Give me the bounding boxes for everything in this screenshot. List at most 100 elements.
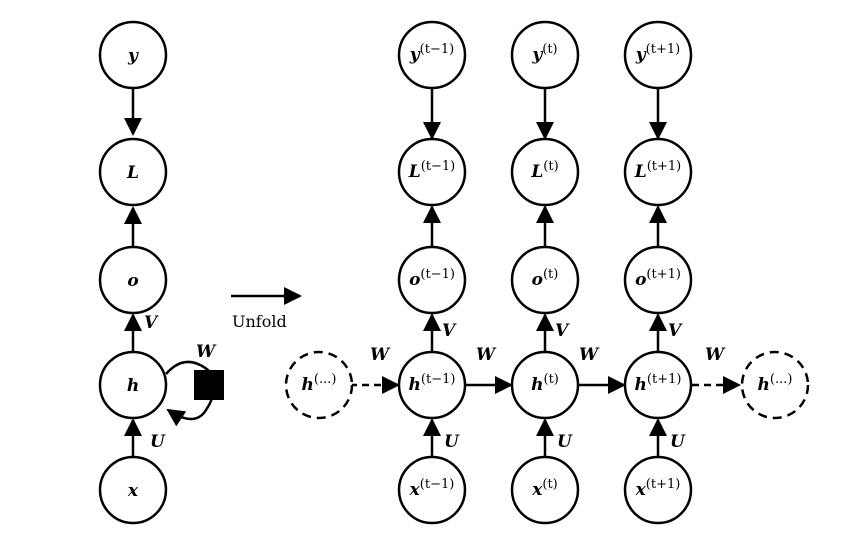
node-y-col2-superscript: (t) (542, 42, 557, 57)
node-y-col1: y(t−1) (397, 20, 467, 90)
node-L-col2-base: L (530, 162, 543, 182)
svg-text:h(t): h(t) (531, 372, 559, 395)
svg-text:x(t−1): x(t−1) (409, 477, 455, 500)
node-y-col1-superscript: (t−1) (420, 42, 455, 57)
weight-label-V-col2: V (555, 321, 570, 341)
weight-label-U-col2: U (557, 432, 573, 452)
weight-label-W-1: W (370, 345, 391, 365)
weight-label-U-col3: U (670, 432, 686, 452)
svg-text:x(t): x(t) (531, 477, 558, 500)
node-x: x (98, 455, 168, 525)
node-o: o (98, 245, 168, 315)
node-h-col3-superscript: (t+1) (647, 372, 682, 387)
node-L-base: L (126, 163, 139, 183)
node-x-base: x (127, 481, 139, 501)
svg-text:h(...): h(...) (758, 372, 793, 395)
node-h: h (98, 350, 168, 420)
svg-text:y: y (127, 46, 139, 66)
folded-graph: y L o h x V W U (98, 20, 224, 525)
node-h-left-superscript: (...) (314, 372, 337, 387)
weight-label-W-4: W (705, 345, 726, 365)
svg-text:o(t+1): o(t+1) (635, 267, 681, 290)
weight-label-W: W (196, 342, 217, 362)
weight-label-U: U (150, 432, 166, 452)
node-x-col3: x(t+1) (623, 455, 693, 525)
svg-text:L(t−1): L(t−1) (408, 159, 455, 182)
node-L: L (98, 137, 168, 207)
node-L-col3-superscript: (t+1) (647, 159, 682, 174)
svg-text:L(t+1): L(t+1) (634, 159, 681, 182)
node-h-col1: h(t−1) (397, 350, 467, 420)
node-L-col1-superscript: (t−1) (421, 159, 456, 174)
node-y-col3: y(t+1) (623, 20, 693, 90)
node-L-col2: L(t) (510, 137, 580, 207)
node-y-base: y (127, 46, 139, 66)
weight-label-V-col1: V (442, 321, 457, 341)
node-o-col2-base: o (532, 270, 543, 290)
weight-label-W-2: W (476, 345, 497, 365)
svg-text:o: o (127, 271, 138, 291)
node-h-col1-base: h (409, 375, 421, 395)
node-o-col1-base: o (409, 270, 420, 290)
unfold-arrow: Unfold (231, 287, 302, 331)
weight-label-W-3: W (579, 345, 600, 365)
node-x-col3-superscript: (t+1) (646, 477, 681, 492)
node-L-col3-base: L (634, 162, 647, 182)
node-o-base: o (127, 271, 138, 291)
delay-square-icon (194, 370, 224, 400)
node-h-right: h(...) (740, 350, 810, 420)
node-h-right-superscript: (...) (770, 372, 793, 387)
node-h-right-base: h (758, 375, 770, 395)
node-L-col1: L(t−1) (397, 137, 467, 207)
node-h-left-base: h (302, 375, 314, 395)
node-o-col2-superscript: (t) (543, 267, 558, 282)
node-x-col1-superscript: (t−1) (420, 477, 455, 492)
node-L-col1-base: L (408, 162, 421, 182)
svg-text:y(t): y(t) (531, 42, 557, 65)
node-h-base: h (127, 376, 139, 396)
node-h-col3: h(t+1) (623, 350, 693, 420)
svg-text:o(t−1): o(t−1) (409, 267, 455, 290)
svg-text:o(t): o(t) (532, 267, 559, 290)
weight-label-U-col1: U (444, 432, 460, 452)
node-h-col3-base: h (635, 375, 647, 395)
svg-text:x(t+1): x(t+1) (635, 477, 681, 500)
node-y-col2: y(t) (510, 20, 580, 90)
svg-text:x: x (127, 481, 139, 501)
node-o-col2: o(t) (510, 245, 580, 315)
node-x-col2: x(t) (510, 455, 580, 525)
node-L-col3: L(t+1) (623, 137, 693, 207)
svg-text:h: h (127, 376, 139, 396)
node-x-col1: x(t−1) (397, 455, 467, 525)
node-h-col1-superscript: (t−1) (421, 372, 456, 387)
node-h-left: h(...) (284, 350, 354, 420)
node-o-col1-superscript: (t−1) (420, 267, 455, 282)
svg-text:h(t−1): h(t−1) (409, 372, 456, 395)
node-o-col3-superscript: (t+1) (646, 267, 681, 282)
node-L-col2-superscript: (t) (543, 159, 558, 174)
node-y-col3-base: y (635, 45, 647, 65)
node-h-col2: h(t) (510, 350, 580, 420)
recurrent-self-loop (165, 360, 224, 427)
node-y-col3-superscript: (t+1) (646, 42, 681, 57)
unfold-label: Unfold (232, 312, 287, 331)
node-x-col1-base: x (409, 480, 421, 500)
svg-text:L(t): L(t) (530, 159, 558, 182)
svg-text:h(t+1): h(t+1) (635, 372, 682, 395)
node-h-col2-superscript: (t) (544, 372, 559, 387)
node-x-col2-base: x (531, 480, 543, 500)
weight-label-V: V (144, 313, 159, 333)
node-y-col2-base: y (531, 45, 543, 65)
svg-text:y(t+1): y(t+1) (635, 42, 680, 65)
svg-text:L: L (126, 163, 139, 183)
node-y: y (98, 20, 168, 90)
weight-label-V-col3: V (668, 321, 683, 341)
node-h-col2-base: h (531, 375, 543, 395)
svg-text:h(...): h(...) (302, 372, 337, 395)
node-x-col3-base: x (635, 480, 647, 500)
node-o-col1: o(t−1) (397, 245, 467, 315)
node-x-col2-superscript: (t) (542, 477, 557, 492)
node-o-col3: o(t+1) (623, 245, 693, 315)
